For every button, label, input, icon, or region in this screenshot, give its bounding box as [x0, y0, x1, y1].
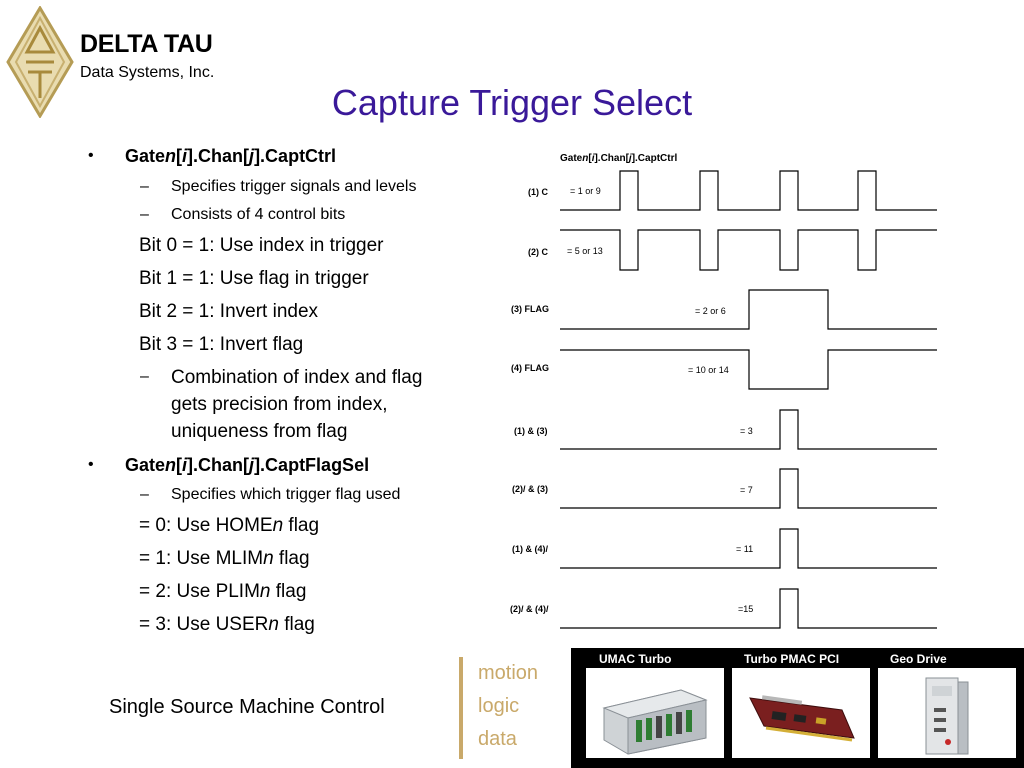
dash-marker: –: [140, 486, 149, 503]
flag-plim-line: = 2: Use PLIMn flag: [139, 581, 307, 602]
row-value-1and3: = 3: [740, 426, 753, 436]
row-label-2inv-and3: (2)/ & (3): [512, 484, 548, 494]
bit-3-line: Bit 3 = 1: Invert flag: [139, 334, 304, 355]
row-label-1and4inv: (1) & (4)/: [512, 544, 548, 554]
row-value-1and4inv: = 11: [736, 544, 753, 554]
combination-line-3: uniqueness from flag: [171, 421, 348, 442]
bit-2-line: Bit 2 = 1: Invert index: [139, 301, 319, 322]
row-label-1and3: (1) & (3): [514, 426, 548, 436]
diagram-title: Gaten[i].Chan[j].CaptCtrl: [560, 153, 677, 164]
tag-logic: logic: [478, 695, 520, 717]
sub-control-bits: Consists of 4 control bits: [171, 206, 346, 223]
product-label-umac: UMAC Turbo: [599, 652, 672, 666]
brand-subtitle: Data Systems, Inc.: [80, 64, 215, 81]
product-label-pmac: Turbo PMAC PCI: [744, 652, 840, 666]
product-label-geo: Geo Drive: [890, 652, 947, 666]
flag-mlim-line: = 1: Use MLIMn flag: [139, 548, 310, 569]
row-label-2c: (2) C: [528, 247, 549, 257]
combination-line-1: Combination of index and flag: [171, 367, 423, 388]
row-label-2inv-and4inv: (2)/ & (4)/: [510, 604, 549, 614]
bit-1-line: Bit 1 = 1: Use flag in trigger: [139, 268, 369, 289]
tag-motion: motion: [478, 662, 539, 684]
waveform-1and4inv: [560, 528, 937, 569]
row-value-2inv-and4inv: =15: [738, 604, 753, 614]
timing-diagram: Gaten[i].Chan[j].CaptCtrl (1) C = 1 or 9…: [510, 153, 937, 629]
row-label-4flag: (4) FLAG: [511, 363, 549, 373]
sub-flag-used: Specifies which trigger flag used: [171, 486, 401, 503]
dash-marker: –: [140, 206, 149, 223]
waveform-1c: [560, 170, 937, 211]
dash-marker: –: [140, 178, 149, 195]
tag-data: data: [478, 728, 517, 750]
delta-tau-logo: [6, 6, 74, 118]
row-value-4flag: = 10 or 14: [688, 365, 729, 375]
row-label-3flag: (3) FLAG: [511, 304, 549, 314]
slide-title: Capture Trigger Select: [331, 82, 693, 123]
waveform-2inv-and3: [560, 468, 937, 509]
bit-0-line: Bit 0 = 1: Use index in trigger: [139, 235, 384, 256]
dash-marker: –: [140, 368, 149, 385]
footer-divider: [459, 657, 463, 759]
flag-user-line: = 3: Use USERn flag: [139, 614, 315, 635]
waveform-2inv-and4inv: [560, 588, 937, 629]
waveform-3flag: [560, 289, 937, 330]
flag-home-line: = 0: Use HOMEn flag: [139, 515, 320, 536]
row-label-1c: (1) C: [528, 187, 549, 197]
waveform-2c: [560, 229, 937, 271]
row-value-2inv-and3: = 7: [740, 485, 753, 495]
waveform-4flag: [560, 349, 937, 390]
row-value-3flag: = 2 or 6: [695, 306, 726, 316]
footer-tagline: Single Source Machine Control: [109, 696, 385, 718]
bullet-captflagsel: Gaten[i].Chan[j].CaptFlagSel: [125, 455, 370, 475]
bullet-captctrl: Gaten[i].Chan[j].CaptCtrl: [125, 146, 337, 166]
sub-trigger-signals: Specifies trigger signals and levels: [171, 178, 417, 195]
combination-line-2: gets precision from index,: [171, 394, 388, 415]
turbo-pmac-pci-image: [732, 668, 870, 758]
products-panel: UMAC Turbo Turbo PMAC PCI Geo Drive: [571, 648, 1024, 768]
umac-turbo-image: [586, 668, 724, 758]
row-value-2c: = 5 or 13: [567, 246, 603, 256]
bullet-marker: •: [88, 456, 94, 473]
row-value-1c: = 1 or 9: [570, 186, 601, 196]
waveform-1and3: [560, 409, 937, 450]
bullet-marker: •: [88, 147, 94, 164]
geo-drive-image: [878, 668, 1016, 758]
brand-name: DELTA TAU: [80, 30, 213, 58]
